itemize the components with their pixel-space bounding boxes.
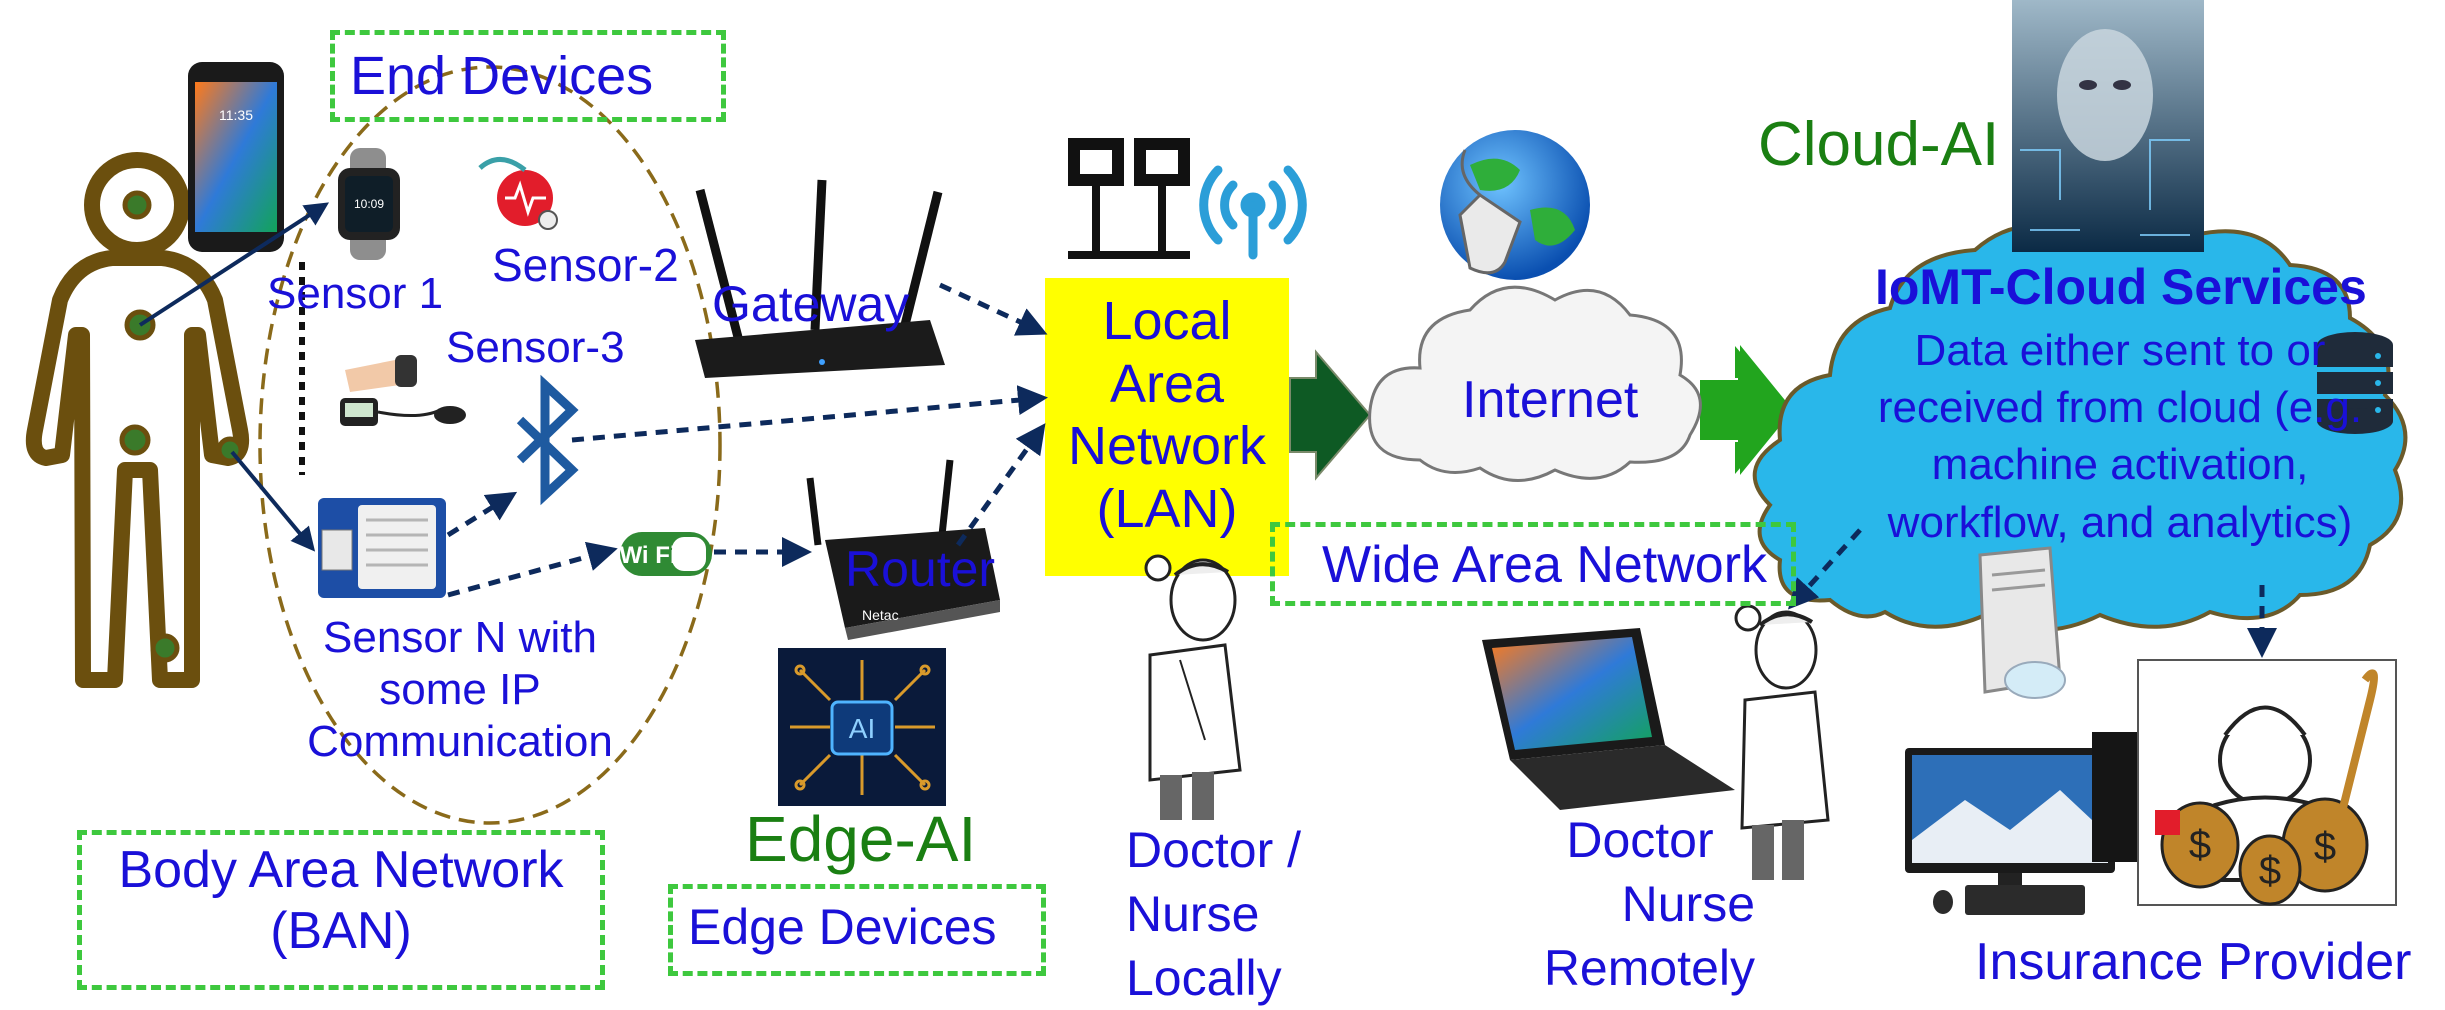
sensor-n-line1: Sensor N with [323, 613, 597, 662]
ban-ellipse [258, 65, 722, 825]
end-devices-label: End Devices [350, 46, 654, 106]
database-icon [2317, 332, 2393, 434]
sensor-n-line3: Communication [307, 716, 613, 766]
lan-label: Local Area Network (LAN) [1045, 290, 1289, 541]
laptop-icon [1482, 628, 1735, 810]
lan-line1: Local [1102, 291, 1232, 351]
connector-bluetooth-lan [571, 385, 1048, 443]
bluetooth-icon [516, 374, 579, 506]
wireless-signal-icon [1199, 165, 1307, 260]
doctor-local-line3: Locally [1126, 950, 1282, 1006]
router-icon: Netac [806, 459, 1000, 640]
connector-gateway-lan [938, 282, 1048, 336]
gateway-router-icon [695, 179, 945, 378]
connector-body-sensor-n [230, 450, 316, 552]
insurance-provider-label: Insurance Provider [1975, 933, 2412, 991]
router-label: Router [845, 541, 996, 597]
sensor-n-label: Sensor N with some IP Communication [270, 612, 650, 768]
iomt-cloud-icon [1752, 215, 2408, 632]
lan-line4: (LAN) [1096, 478, 1238, 539]
doctor-remote-line3: Remotely [1543, 940, 1755, 996]
doctor-remote-line2: Nurse [1621, 876, 1755, 932]
internet-label: Internet [1462, 371, 1639, 429]
connector-sensor-wifi [447, 541, 618, 598]
lan-box [1045, 278, 1289, 576]
wifi-text: Wi Fi [619, 542, 676, 569]
doctor-icon-remote [1734, 604, 1830, 880]
doctor-remote-line1: Doctor [1566, 812, 1714, 868]
end-devices-box [330, 30, 726, 122]
dashed-connectors [446, 282, 2277, 658]
solid-connectors [138, 202, 330, 552]
ban-box [77, 830, 605, 990]
cloud-ai-label: Cloud-AI [1758, 110, 2000, 179]
ban-line1: Body Area Network [118, 841, 564, 899]
connector-body-watch [138, 202, 330, 327]
lan-line2: Area [1109, 353, 1225, 414]
edge-ai-label: Edge-AI [745, 803, 977, 875]
watch-time: 10:09 [354, 197, 384, 211]
heart-sensor-icon [478, 157, 558, 230]
wan-box [1270, 522, 1796, 606]
doctor-remote-label: Doctor Nurse Remotely [1525, 808, 1755, 1000]
svg-text:$: $ [2189, 823, 2211, 867]
doctor-icon-local [1144, 554, 1242, 820]
human-body-icon [25, 152, 250, 688]
cyber-face-icon [2012, 0, 2204, 252]
edge-devices-label: Edge Devices [688, 899, 997, 955]
lan-line3: Network [1067, 416, 1267, 477]
iomt-description: Data either sent to or received from clo… [1855, 322, 2385, 551]
internet-cloud-arrow-body [1700, 345, 1793, 475]
wifi-icon: Wi Fi [619, 532, 712, 576]
connector-cloud-remote-doctor [1787, 528, 1862, 610]
phone-time: 11:35 [219, 107, 253, 123]
iomt-desc-line4: workflow, and analytics) [1887, 497, 2353, 547]
smartphone-icon: 11:35 [188, 62, 284, 252]
ai-chip-icon: AI [778, 648, 946, 806]
doctor-local-line2: Nurse [1126, 886, 1260, 942]
edge-devices-box [668, 884, 1046, 976]
doctor-local-line1: Doctor / [1126, 822, 1302, 878]
iomt-title: IoMT-Cloud Services [1875, 259, 2367, 315]
computer-network-icon [1068, 138, 1190, 259]
sensor-n-line2: some IP [379, 664, 541, 714]
ban-label: Body Area Network (BAN) [85, 840, 597, 963]
ai-chip-label: AI [849, 713, 875, 744]
doctor-local-label: Doctor / Nurse Locally [1126, 818, 1301, 1010]
smartwatch-icon: 10:09 [338, 148, 400, 260]
server-icon [1978, 546, 2066, 699]
wan-label: Wide Area Network [1322, 536, 1768, 594]
svg-text:$: $ [2259, 849, 2281, 893]
svg-text:$: $ [2314, 825, 2336, 869]
temperature-sensor-module-icon [318, 498, 446, 598]
sensor2-label: Sensor-2 [492, 239, 679, 291]
gateway-label: Gateway [712, 276, 910, 332]
iomt-desc-line1: Data either sent to or [1914, 326, 2326, 375]
desktop-computer-icon [1905, 732, 2162, 915]
iomt-desc-line3: machine activation, [1931, 440, 2309, 490]
lan-internet-arrow [1289, 349, 1372, 481]
globe-mouse-icon [1440, 130, 1590, 280]
ban-line2: (BAN) [270, 902, 412, 961]
sensor3-label: Sensor-3 [446, 323, 625, 372]
blood-pressure-cuff-icon [340, 355, 466, 426]
insurance-doctor-icon: $ $ $ [2137, 659, 2397, 906]
connector-router-lan [955, 423, 1046, 547]
internet-cloud-icon [1368, 285, 1702, 482]
connector-sensor-bluetooth [446, 491, 518, 538]
sensor1-label: Sensor 1 [267, 269, 444, 318]
iomt-desc-line2: received from cloud (e.g. [1877, 383, 2363, 433]
router-brand: Netac [862, 607, 899, 623]
